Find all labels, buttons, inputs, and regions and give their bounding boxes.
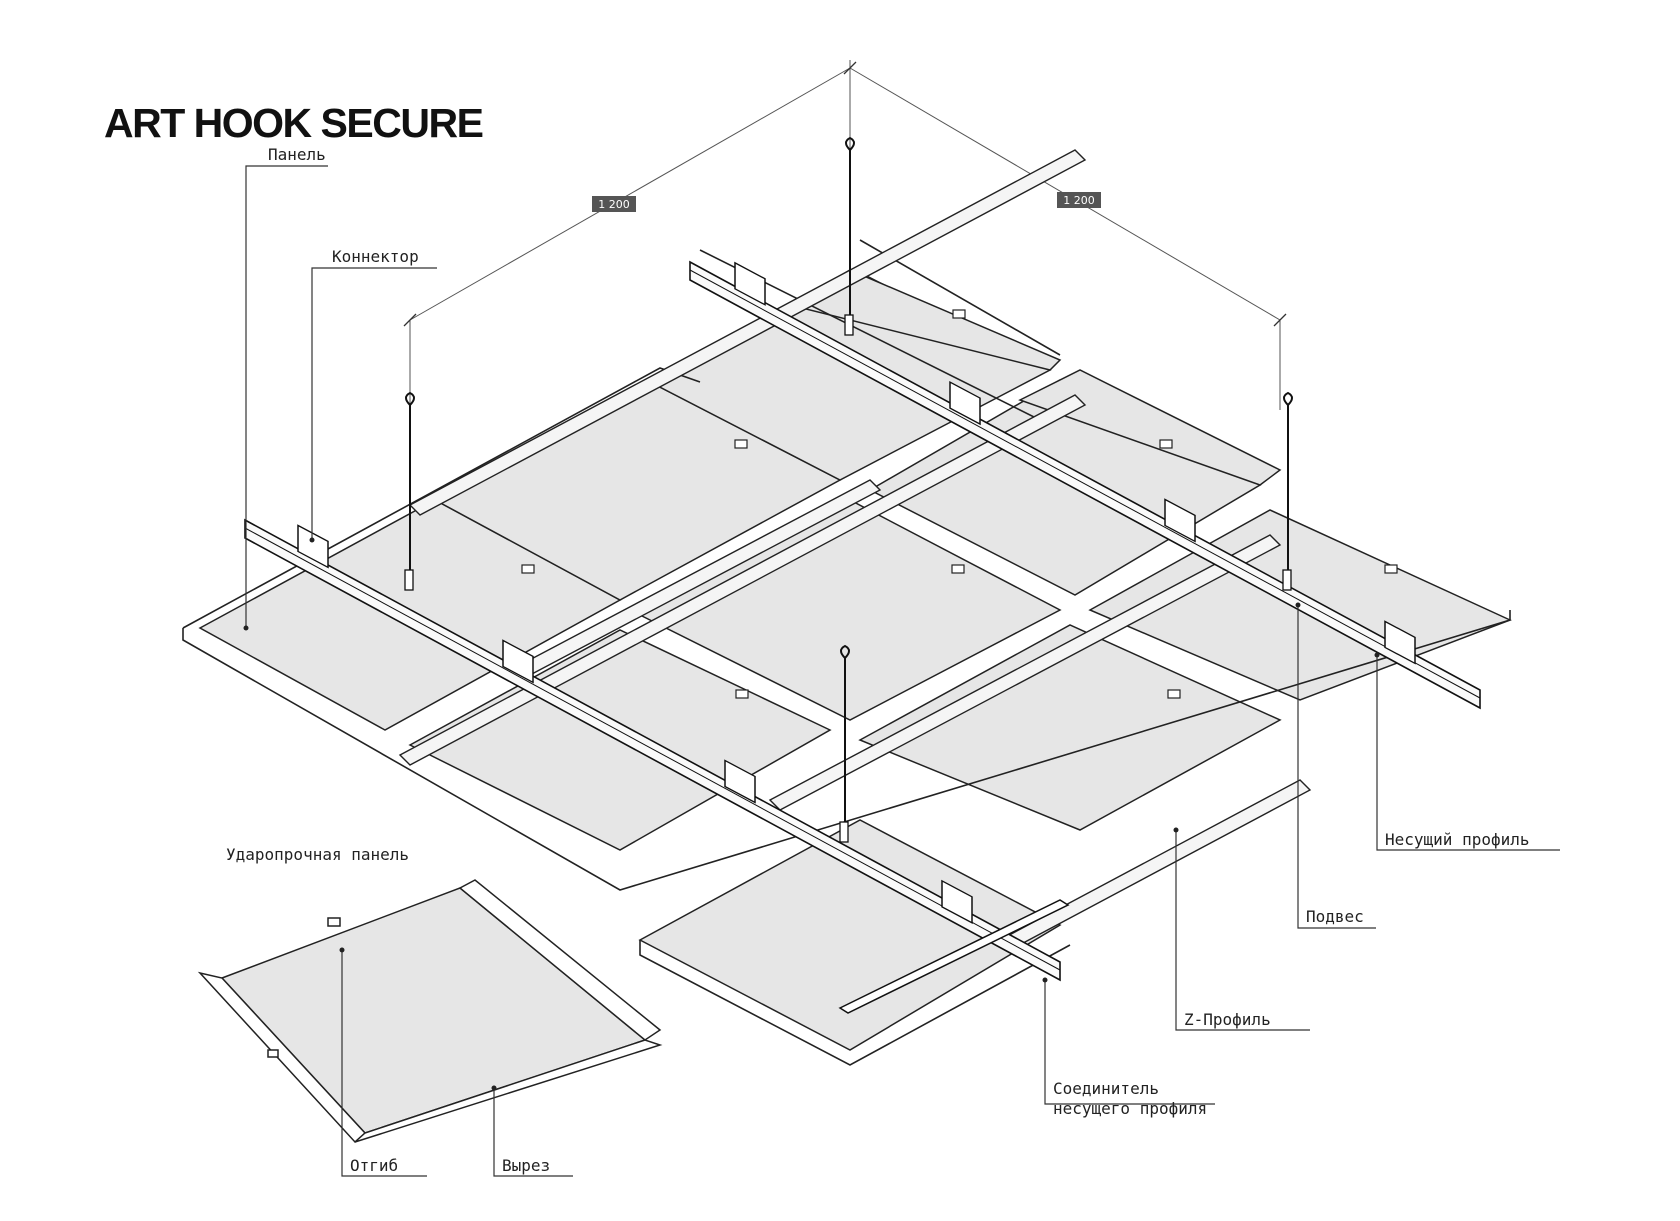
label-carrier-profile: Несущий профиль bbox=[1385, 830, 1530, 849]
connectors bbox=[297, 261, 1416, 924]
label-connector: Коннектор bbox=[332, 247, 419, 266]
cross-rails bbox=[398, 149, 1312, 951]
svg-text:1 200: 1 200 bbox=[1063, 194, 1095, 207]
svg-text:1 200: 1 200 bbox=[598, 198, 630, 211]
z-profile bbox=[838, 899, 1070, 1014]
label-joint-line2: несущего профиля bbox=[1053, 1099, 1207, 1118]
dimension-badge-left: 1 200 bbox=[592, 196, 636, 212]
carrier-profiles bbox=[244, 260, 1481, 982]
label-bend: Отгиб bbox=[350, 1156, 398, 1175]
leader-dots bbox=[243, 537, 1380, 1091]
label-cutout: Вырез bbox=[502, 1156, 550, 1175]
dimension-badge-right: 1 200 bbox=[1057, 192, 1101, 208]
label-z-profile: Z-Профиль bbox=[1184, 1010, 1271, 1029]
label-impact-panel: Ударопрочная панель bbox=[226, 845, 409, 864]
hangers bbox=[404, 136, 1293, 843]
diagram-title: ART HOOK SECURE bbox=[104, 100, 484, 146]
panel-tabs bbox=[521, 309, 1398, 699]
label-panel: Панель bbox=[268, 145, 326, 164]
label-hanger: Подвес bbox=[1306, 907, 1364, 926]
label-joint-line1: Соединитель bbox=[1053, 1079, 1159, 1098]
leader-lines bbox=[245, 165, 1560, 1177]
impact-panel bbox=[197, 879, 663, 1144]
